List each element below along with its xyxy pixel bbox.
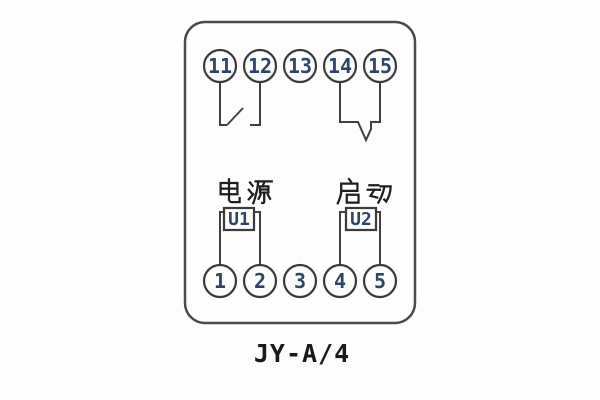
cjk-char-dian (219, 178, 241, 204)
terminal-2: 2 (242, 263, 278, 299)
top-terminal-row: 11 12 13 14 15 (202, 48, 398, 84)
terminal-13: 13 (282, 48, 318, 84)
u1-box (222, 206, 256, 232)
terminal-11: 11 (202, 48, 238, 84)
terminal-4: 4 (322, 263, 358, 299)
terminal-4-circle (322, 263, 358, 299)
terminal-1: 1 (202, 263, 238, 299)
terminal-15: 15 (362, 48, 398, 84)
contact-symbol-14-15 (339, 82, 381, 143)
u1-leads (219, 211, 261, 265)
terminal-13-number: 13 (288, 54, 312, 78)
terminal-2-number: 2 (254, 269, 266, 293)
terminal-2-circle (242, 263, 278, 299)
cjk-char-yuan (247, 180, 273, 205)
u2-designator: U2 (350, 209, 372, 230)
terminal-15-number: 15 (368, 54, 392, 78)
start-label (336, 177, 392, 205)
model-caption: JY-A/4 (254, 339, 350, 368)
terminal-12-number: 12 (248, 54, 272, 78)
u1-designator: U1 (228, 209, 250, 230)
terminal-14: 14 (322, 48, 358, 84)
u2-box (344, 206, 378, 232)
terminal-14-circle (322, 48, 358, 84)
cjk-char-qi (336, 177, 360, 205)
terminal-15-circle (362, 48, 398, 84)
terminal-14-number: 14 (328, 54, 352, 78)
cjk-char-dong (366, 184, 392, 205)
terminal-5: 5 (362, 263, 398, 299)
terminal-11-number: 11 (208, 54, 232, 78)
terminal-1-circle (202, 263, 238, 299)
terminal-12: 12 (242, 48, 278, 84)
terminal-3: 3 (282, 263, 318, 299)
bottom-terminal-row: 1 2 3 4 5 (202, 263, 398, 299)
start-component: U2 (344, 206, 378, 232)
terminal-4-number: 4 (334, 269, 346, 293)
terminal-11-circle (202, 48, 238, 84)
relay-case-outline (183, 20, 417, 325)
contact-symbol-11-12 (219, 82, 261, 126)
power-label (219, 178, 273, 205)
terminal-1-number: 1 (214, 269, 226, 293)
terminal-12-circle (242, 48, 278, 84)
terminal-13-circle (282, 48, 318, 84)
terminal-3-number: 3 (294, 269, 306, 293)
terminal-3-circle (282, 263, 318, 299)
power-component: U1 (222, 206, 256, 232)
terminal-5-circle (362, 263, 398, 299)
u2-leads (339, 211, 381, 265)
terminal-5-number: 5 (374, 269, 386, 293)
